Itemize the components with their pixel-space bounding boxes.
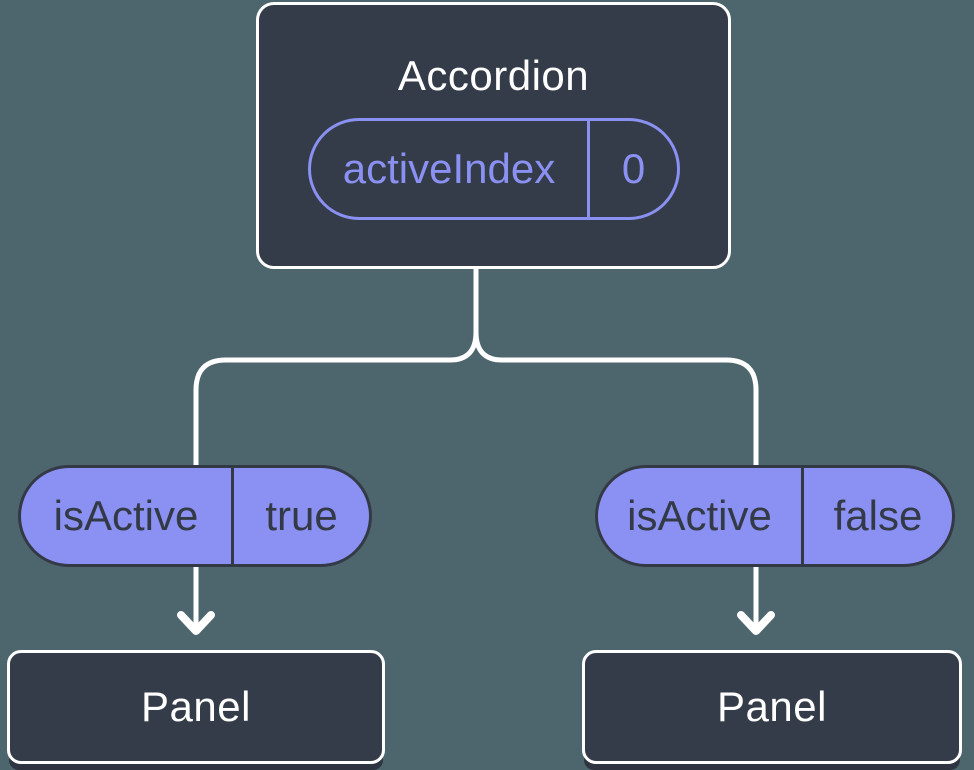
prop-value-left: true (231, 468, 369, 564)
arrow-down-icon-right (737, 611, 775, 635)
arrow-down-icon-left (177, 611, 215, 635)
panel-node-left: Panel (7, 650, 385, 764)
state-pill: activeIndex 0 (308, 118, 680, 220)
prop-pill-right: isActive false (595, 465, 955, 567)
prop-value-right: false (801, 468, 952, 564)
state-value: 0 (587, 121, 677, 217)
state-name: activeIndex (342, 145, 556, 192)
accordion-node-title: Accordion (397, 52, 590, 99)
prop-name-left: isActive (53, 492, 199, 539)
prop-pill-left: isActive true (18, 465, 372, 567)
connector-branch-right (473, 329, 759, 631)
panel-node-right: Panel (582, 650, 962, 764)
panel-node-title-left: Panel (141, 683, 251, 730)
connector-branch-left (193, 262, 479, 631)
prop-name-right: isActive (627, 492, 772, 539)
panel-node-title-right: Panel (717, 683, 827, 730)
accordion-node: Accordion activeIndex 0 (256, 2, 731, 269)
